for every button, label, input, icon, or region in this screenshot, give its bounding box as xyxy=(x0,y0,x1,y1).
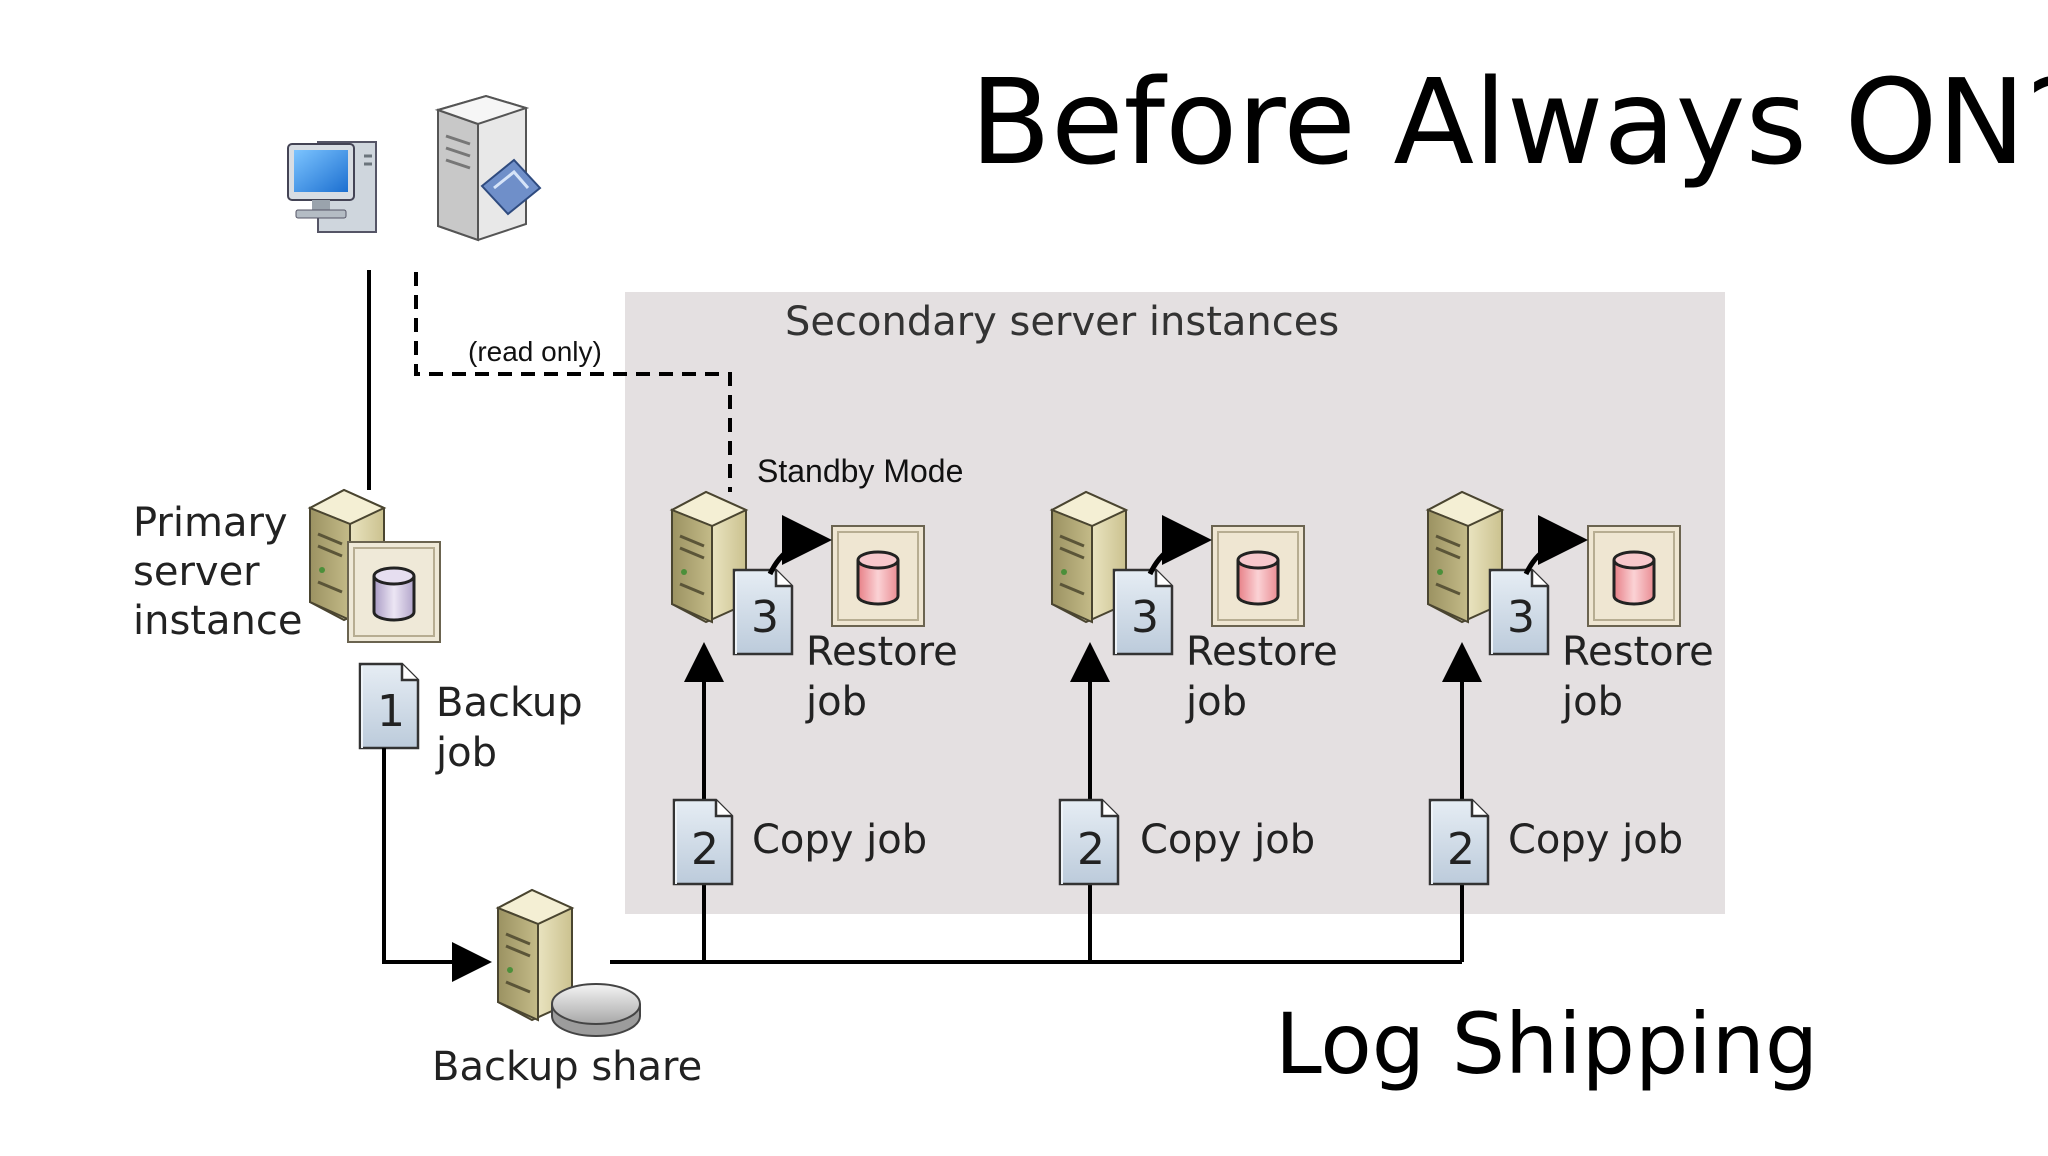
restore-job-label-2-line1: Restore xyxy=(1186,629,1338,675)
disk-icon xyxy=(551,983,641,1037)
slide-subtitle: Log Shipping xyxy=(1275,995,1818,1093)
backup-share-label: Backup share xyxy=(432,1044,702,1090)
backup-job-step: 1 xyxy=(377,686,405,737)
copy-job-step-2: 2 xyxy=(1077,824,1105,875)
secondary-server-1: 3 Restore job 2 Copy job xyxy=(670,490,971,962)
secondary-server-2: 3 Restore job 2 Copy job xyxy=(1050,490,1351,962)
copy-job-step-1: 2 xyxy=(691,824,719,875)
restore-job-step-2: 3 xyxy=(1131,592,1159,643)
copy-job-label-1: Copy job xyxy=(752,817,927,863)
backup-to-share-arrow xyxy=(382,748,492,982)
restore-job-step-3: 3 xyxy=(1507,592,1535,643)
backup-job-label-line1: Backup xyxy=(436,680,583,726)
restore-job-label-3-line2: job xyxy=(1561,679,1623,725)
restore-job-label-1-line2: job xyxy=(805,679,867,725)
restore-arrow-icon-3 xyxy=(1523,515,1588,576)
restore-job-label-2-line2: job xyxy=(1185,679,1247,725)
copy-job-label-3: Copy job xyxy=(1508,817,1683,863)
copy-job-label-2: Copy job xyxy=(1140,817,1315,863)
secondary-group-label: Secondary server instances xyxy=(785,299,1339,345)
restore-job-label-3: Restore job xyxy=(1561,629,1727,725)
restore-arrow-icon-1 xyxy=(767,515,832,576)
primary-label-line1: Primary xyxy=(133,500,288,546)
secondary-server-3: 3 Restore job 2 Copy job xyxy=(1426,490,1727,962)
client-computer-icon xyxy=(287,141,377,233)
restore-database-icon-3 xyxy=(1586,524,1682,628)
restore-job-label-1: Restore job xyxy=(805,629,971,725)
primary-database-icon xyxy=(346,540,442,644)
slide-title: Before Always ON? xyxy=(970,53,2048,191)
web-server-icon xyxy=(434,94,542,242)
primary-label-line2: server xyxy=(133,549,260,595)
restore-job-label-1-line1: Restore xyxy=(806,629,958,675)
primary-label-line3: instance xyxy=(133,598,302,644)
restore-job-label-2: Restore job xyxy=(1185,629,1351,725)
primary-server-label: Primary server instance xyxy=(133,500,302,644)
backup-job-label: Backup job xyxy=(435,680,595,776)
restore-arrow-icon-2 xyxy=(1147,515,1212,576)
restore-job-step-1: 3 xyxy=(751,592,779,643)
copy-job-step-3: 2 xyxy=(1447,824,1475,875)
backup-job-label-line2: job xyxy=(435,730,497,776)
standby-mode-label: Standby Mode xyxy=(757,453,963,489)
read-only-dashed-line xyxy=(414,272,732,492)
restore-job-label-3-line1: Restore xyxy=(1562,629,1714,675)
restore-database-icon-1 xyxy=(830,524,926,628)
read-only-label: (read only) xyxy=(468,336,602,367)
restore-database-icon-2 xyxy=(1210,524,1306,628)
